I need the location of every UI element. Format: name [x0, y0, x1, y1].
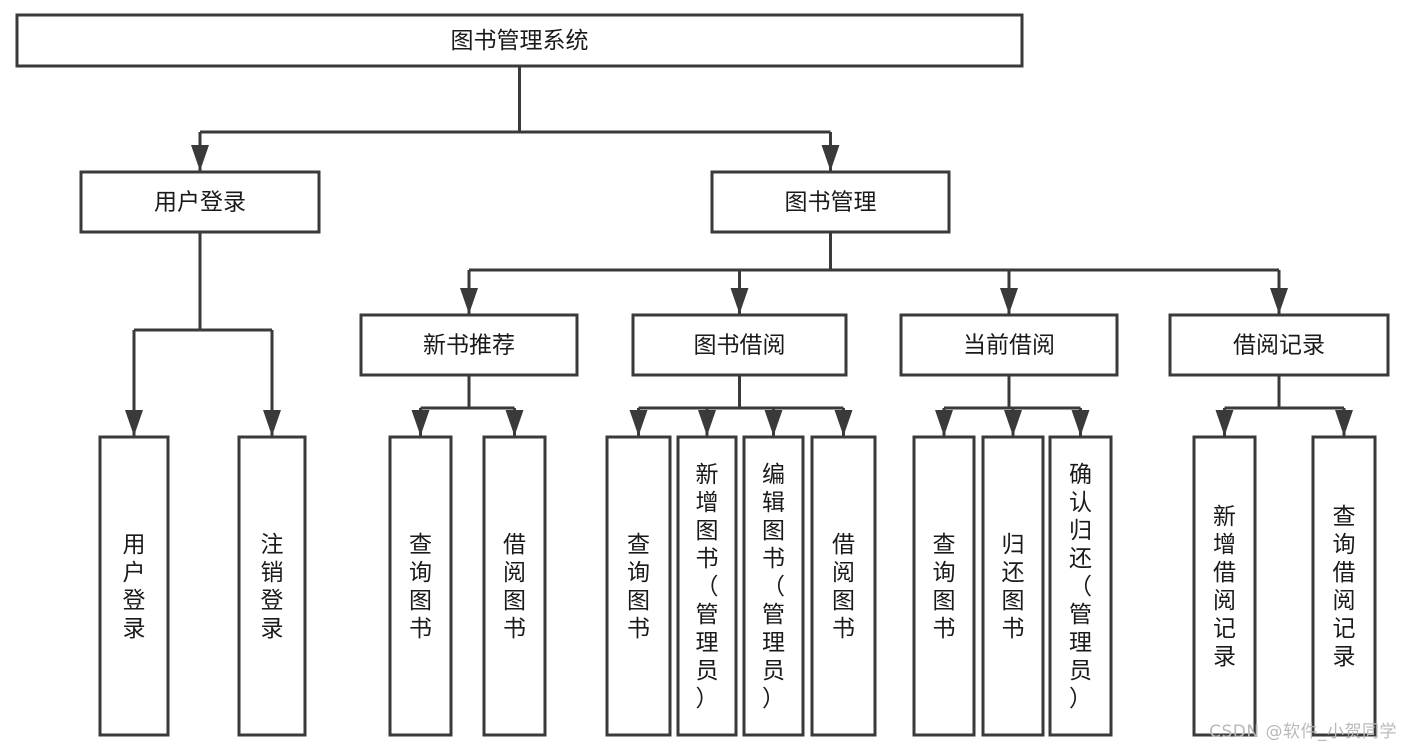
node-box-book-management[interactable]: [710, 170, 951, 234]
node-box-leaf-query-book-2[interactable]: [605, 435, 672, 737]
node-label-book-management: 图书管理: [785, 190, 877, 216]
node-label-leaf-user-login: 用户登录: [123, 532, 146, 642]
arrow-head-icon-leaf-new-book-recommend-1: [505, 410, 524, 436]
node-label-leaf-query-book-3: 查询图书: [933, 532, 956, 642]
nodes-layer: 图书管理系统用户登录图书管理新书推荐图书借阅当前借阅借阅记录用户登录注销登录查询…: [15, 13, 1390, 737]
watermark-label: CSDN @软件_小贺同学: [1209, 722, 1397, 742]
node-box-leaf-query-book-1[interactable]: [388, 435, 453, 737]
arrow-head-icon-level3-3: [1270, 288, 1288, 314]
node-label-user-login: 用户登录: [154, 190, 246, 216]
node-box-leaf-user-logout[interactable]: [237, 435, 307, 737]
node-box-current-borrow[interactable]: [899, 313, 1119, 377]
arrow-head-icon-leaf-book-borrow-2: [764, 410, 783, 436]
arrow-head-icon-level3-1: [730, 288, 749, 314]
arrow-head-icon-leaf-book-borrow-3: [834, 410, 853, 436]
node-box-leaf-user-login[interactable]: [98, 435, 170, 737]
node-label-leaf-query-record: 查询借阅记录: [1333, 504, 1356, 670]
arrow-head-icon-level3-2: [1000, 288, 1018, 314]
node-label-leaf-query-book-2: 查询图书: [627, 532, 650, 642]
node-label-book-borrow: 图书借阅: [694, 333, 786, 359]
node-label-leaf-confirm-return: 确认归还（管理员）: [1069, 462, 1092, 712]
node-label-new-book-recommend: 新书推荐: [423, 333, 515, 359]
arrow-head-icon-leaf-book-borrow-1: [698, 410, 716, 436]
arrow-head-icon-leaf-book-borrow-0: [629, 410, 648, 436]
node-label-leaf-borrow-book-2: 借阅图书: [832, 532, 855, 642]
node-box-leaf-add-record[interactable]: [1192, 435, 1257, 737]
node-box-leaf-return-book[interactable]: [981, 435, 1045, 737]
arrow-head-icon-level2-0: [191, 145, 209, 171]
arrow-head-icon-level3-0: [460, 288, 478, 314]
node-label-current-borrow: 当前借阅: [963, 333, 1055, 359]
arrow-head-icon-leaf-current-borrow-0: [935, 410, 953, 436]
node-box-leaf-borrow-book-2[interactable]: [810, 435, 877, 737]
node-label-leaf-add-book: 新增图书（管理员）: [696, 462, 719, 712]
node-box-borrow-record[interactable]: [1168, 313, 1390, 377]
node-box-leaf-confirm-return[interactable]: [1048, 435, 1113, 737]
node-box-undefined[interactable]: [15, 13, 1024, 68]
arrow-head-icon-leaf-current-borrow-1: [1004, 410, 1022, 436]
arrow-head-icon-leaf-new-book-recommend-0: [411, 410, 430, 436]
node-label-leaf-query-book-1: 查询图书: [409, 532, 432, 642]
node-box-leaf-add-book[interactable]: [676, 435, 738, 737]
node-box-leaf-query-record[interactable]: [1311, 435, 1377, 737]
arrow-head-icon-leaf-user-login-1: [263, 410, 281, 436]
node-box-leaf-query-book-3[interactable]: [912, 435, 976, 737]
arrow-head-icon-level2-1: [821, 145, 840, 171]
connectors-layer: [125, 66, 1353, 436]
arrow-head-icon-leaf-borrow-record-1: [1335, 410, 1353, 436]
node-box-book-borrow[interactable]: [631, 313, 848, 377]
node-label-leaf-borrow-book-1: 借阅图书: [503, 532, 526, 642]
node-box-leaf-edit-book[interactable]: [742, 435, 805, 737]
arrow-head-icon-leaf-borrow-record-0: [1215, 410, 1234, 436]
node-box-user-login[interactable]: [79, 170, 321, 234]
node-label-borrow-record: 借阅记录: [1233, 333, 1325, 359]
node-label-leaf-user-logout: 注销登录: [261, 532, 284, 642]
node-label-undefined: 图书管理系统: [451, 28, 589, 54]
node-box-new-book-recommend[interactable]: [359, 313, 579, 377]
node-label-leaf-return-book: 归还图书: [1002, 532, 1025, 642]
node-label-leaf-add-record: 新增借阅记录: [1213, 504, 1236, 670]
node-label-leaf-edit-book: 编辑图书（管理员）: [762, 462, 785, 712]
node-box-leaf-borrow-book-1[interactable]: [482, 435, 547, 737]
arrow-head-icon-leaf-user-login-0: [125, 410, 143, 436]
arrow-head-icon-leaf-current-borrow-2: [1071, 410, 1090, 436]
